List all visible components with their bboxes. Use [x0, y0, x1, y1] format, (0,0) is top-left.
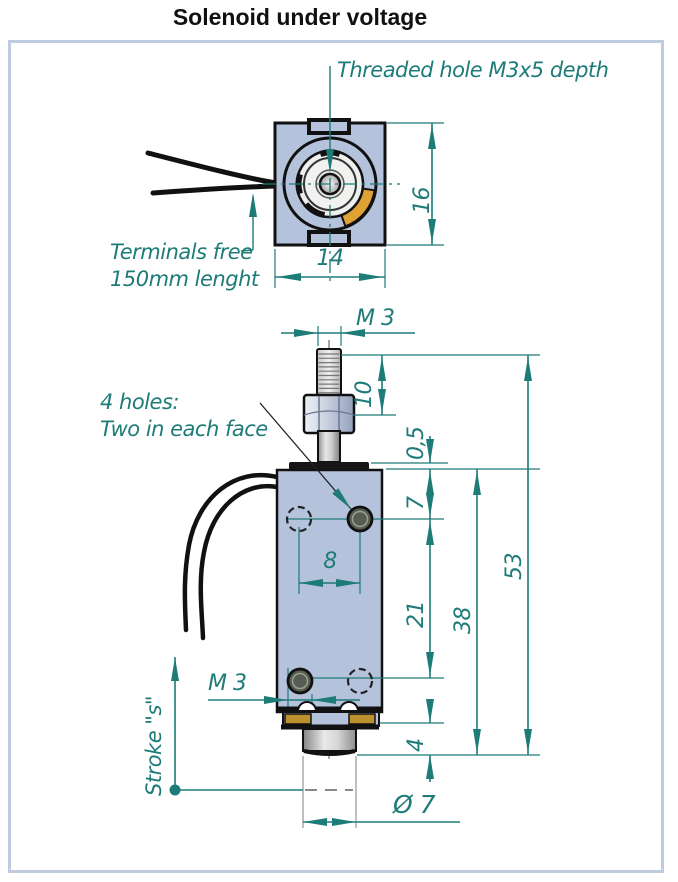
top-view-wires — [145, 150, 279, 196]
dim-0-5: 0,5 — [404, 426, 429, 461]
dim-21: 21 — [404, 601, 429, 628]
dim-53: 53 — [502, 553, 527, 580]
dim-4: 4 — [404, 738, 429, 753]
label-terminals-1: Terminals free — [110, 240, 253, 264]
dim-m3-top: M 3 — [356, 306, 395, 331]
label-terminals-2: 150mm lenght — [110, 267, 259, 291]
hex-nut — [302, 393, 356, 435]
label-threaded-hole: Threaded hole M3x5 depth — [337, 58, 609, 82]
dim-14: 14 — [316, 246, 345, 271]
hole-upper-hidden — [285, 505, 313, 533]
drawing-title: Solenoid under voltage — [172, 4, 428, 30]
label-stroke: Stroke "s" — [142, 695, 166, 796]
hole-lower-filled — [286, 667, 314, 695]
dim-m3-lower: M 3 — [208, 671, 247, 696]
arrowheads — [171, 125, 532, 826]
dim-38: 38 — [451, 607, 476, 634]
stud-collar — [317, 430, 341, 463]
mounting-holes — [285, 505, 374, 695]
stroke-leader-dot — [169, 784, 181, 796]
threaded-stud — [316, 348, 342, 396]
front-wires — [182, 472, 280, 641]
flange-gold-left — [284, 713, 312, 725]
hole-lower-hidden — [346, 667, 374, 695]
body-bottom — [277, 701, 382, 756]
dim-7: 7 — [404, 496, 429, 511]
dim-16: 16 — [410, 187, 435, 214]
dim-diameter-7: Ø 7 — [393, 790, 436, 819]
top-view-centerlines — [262, 178, 400, 284]
top-washer — [289, 462, 369, 470]
label-holes-1: 4 holes: — [100, 390, 179, 414]
flange-gold-right — [348, 713, 376, 725]
top-view-notch-top — [307, 118, 351, 135]
top-view-notch-bottom — [307, 230, 351, 247]
dim-8: 8 — [323, 549, 337, 574]
label-holes-2: Two in each face — [100, 417, 268, 441]
top-view — [145, 118, 400, 284]
plunger-extended-ghost — [302, 756, 357, 828]
hole-upper-filled — [346, 505, 374, 533]
plunger — [302, 728, 357, 752]
dim-10: 10 — [352, 381, 377, 408]
extension-lines — [274, 122, 540, 756]
